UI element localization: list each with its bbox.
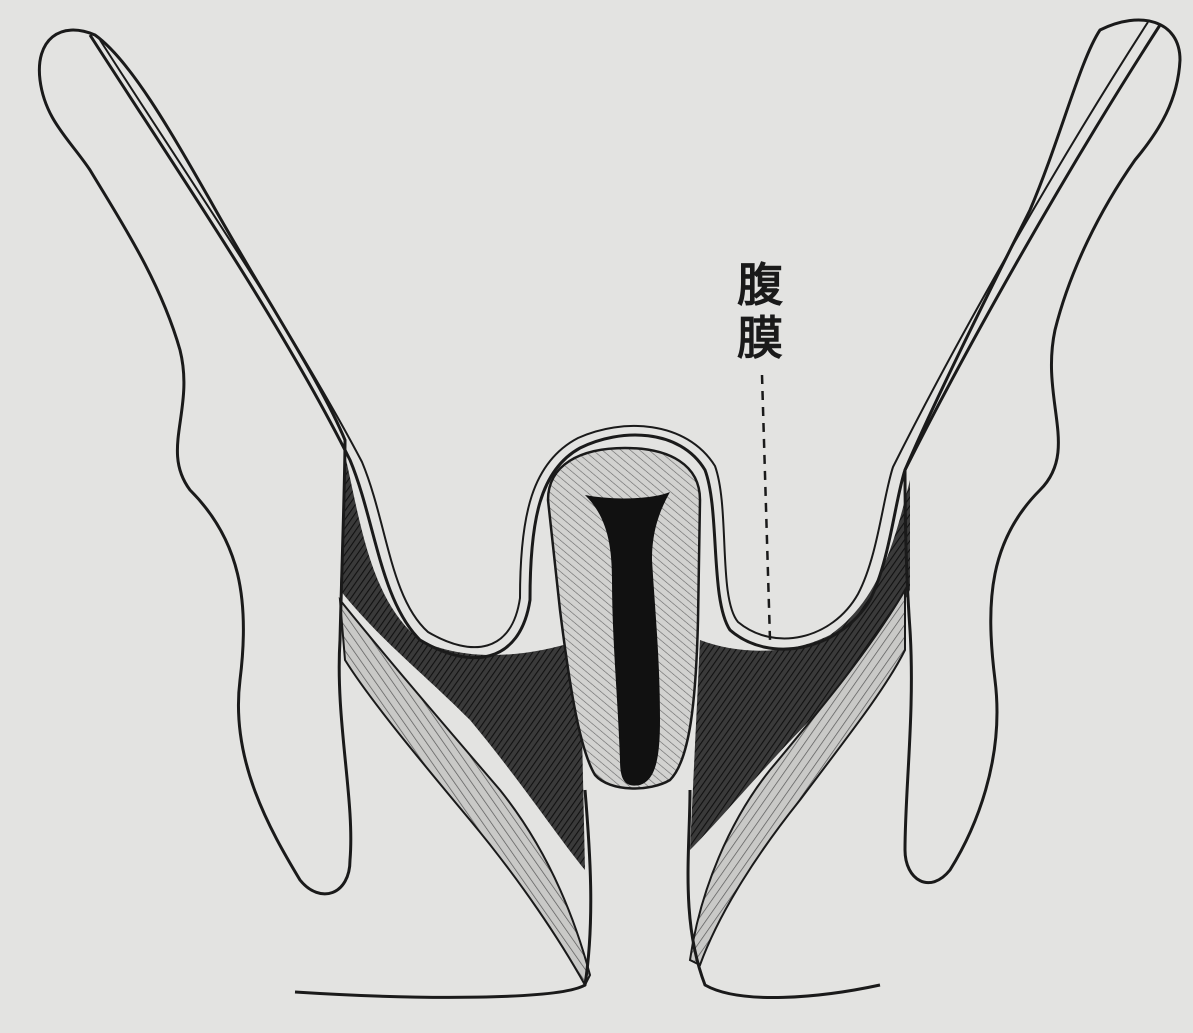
right-pelvic-bone bbox=[905, 20, 1180, 883]
peritoneum-label-char-1: 腹 bbox=[728, 262, 792, 308]
label-leader-line bbox=[762, 375, 770, 640]
left-pelvic-bone bbox=[39, 30, 350, 894]
peritoneum-label-char-2: 膜 bbox=[728, 315, 792, 361]
